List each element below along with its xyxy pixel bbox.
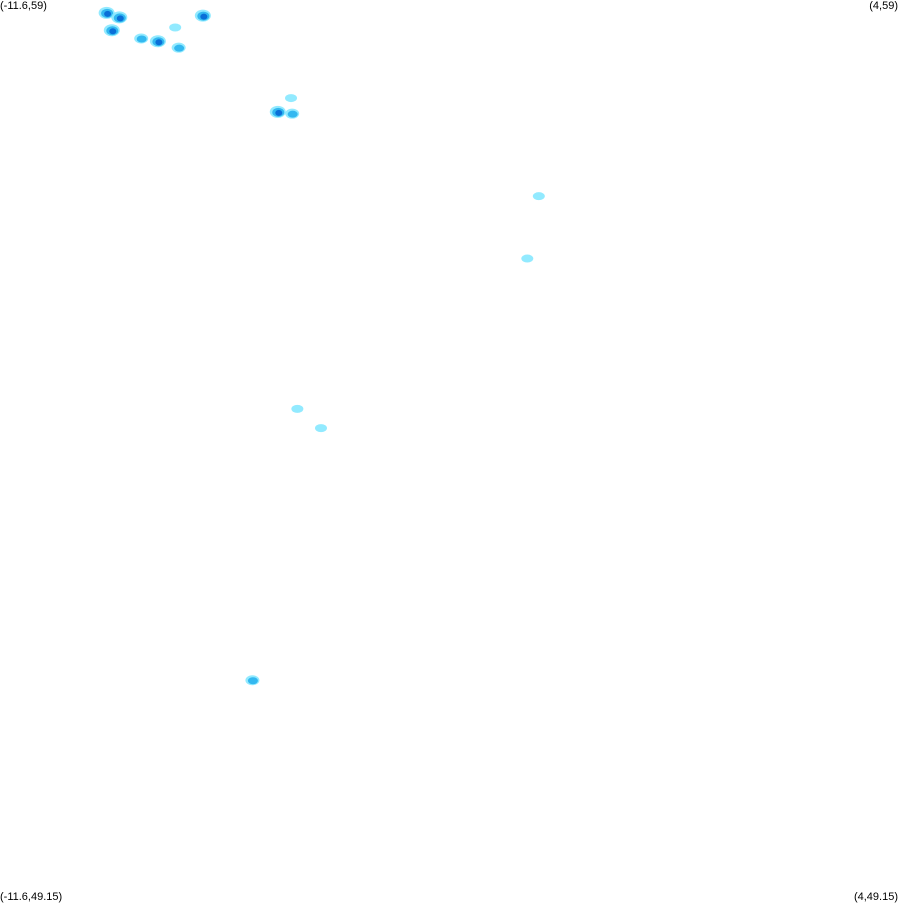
precip-cluster xyxy=(269,105,286,118)
precip-halo xyxy=(532,192,545,201)
precip-core-medium xyxy=(136,35,147,43)
precip-halo xyxy=(169,23,182,32)
corner-label-top-left: (-11.6,59) xyxy=(0,0,47,12)
precip-cluster xyxy=(111,11,128,24)
precip-cluster xyxy=(103,24,120,37)
precip-core-heavy xyxy=(200,13,208,20)
precip-core-heavy xyxy=(155,39,163,46)
corner-label-top-right: (4,59) xyxy=(869,0,898,12)
precip-core-medium xyxy=(287,110,298,118)
precip-cluster xyxy=(285,94,298,103)
precip-cluster xyxy=(532,192,545,201)
precip-cluster xyxy=(245,675,260,686)
precip-cluster xyxy=(98,6,115,19)
corner-label-bottom-left: (-11.6,49.15) xyxy=(0,891,63,903)
precip-core-medium xyxy=(174,44,185,52)
precip-core-heavy xyxy=(116,15,124,22)
precip-cluster xyxy=(521,254,534,263)
corner-label-bottom-right: (4,49.15) xyxy=(853,891,898,903)
precip-core-heavy xyxy=(104,10,112,17)
precip-cluster xyxy=(171,42,186,53)
precip-core-medium xyxy=(247,677,258,685)
precip-halo xyxy=(521,254,534,263)
precip-halo xyxy=(285,94,298,103)
precip-cluster xyxy=(149,35,166,48)
precipitation-clusters xyxy=(98,6,545,686)
precip-halo xyxy=(314,424,327,433)
precip-cluster xyxy=(285,108,300,119)
precip-cluster xyxy=(291,404,304,413)
precip-halo xyxy=(291,404,304,413)
precip-core-heavy xyxy=(275,109,283,116)
precip-cluster xyxy=(194,9,211,22)
precip-core-heavy xyxy=(109,28,117,35)
precip-cluster xyxy=(169,23,182,32)
precip-cluster xyxy=(314,424,327,433)
precip-cluster xyxy=(134,33,149,44)
